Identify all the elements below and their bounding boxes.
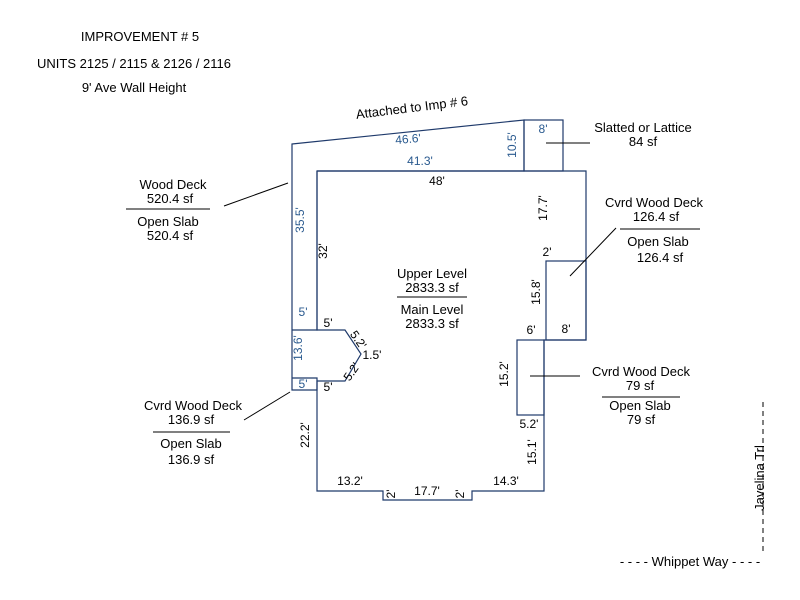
dim-right-52: 5.2' <box>520 417 539 431</box>
dim-top-inner: 41.3' <box>407 154 433 168</box>
dim-left-222: 22.2' <box>298 422 312 448</box>
dim-slat-105: 10.5' <box>505 132 519 158</box>
cvrd-deck-left-slab-label: Open Slab <box>160 436 221 451</box>
wood-deck-leader <box>223 182 289 207</box>
dim-bay-52b: 5.2' <box>341 360 363 384</box>
dim-bot-132: 13.2' <box>337 474 363 488</box>
wall-height-label: 9' Ave Wall Height <box>82 80 187 95</box>
dim-slat-8: 8' <box>539 122 548 136</box>
wood-deck-label: Wood Deck <box>140 177 207 192</box>
dim-deck-5b: 5' <box>299 377 308 391</box>
javelina-trail-label: Javelina Trl <box>752 445 767 511</box>
dim-right-2: 2' <box>543 245 552 259</box>
dim-right-8: 8' <box>562 322 571 336</box>
cvrd-deck-left-sf: 136.9 sf <box>168 412 215 427</box>
cvrd-deck-left-slab-sf: 136.9 sf <box>168 452 215 467</box>
cvrd-deck-left-label: Cvrd Wood Deck <box>144 398 243 413</box>
cvrd-deck-rl-label: Cvrd Wood Deck <box>592 364 691 379</box>
cvrd-deck-ru-label: Cvrd Wood Deck <box>605 195 704 210</box>
dim-bot-177: 17.7' <box>414 484 440 498</box>
cvrd-deck-right-upper-box <box>545 260 587 341</box>
dim-right-177: 17.7' <box>536 195 550 221</box>
dim-deck-5a: 5' <box>299 305 308 319</box>
cvrd-deck-ru-slab-label: Open Slab <box>627 234 688 249</box>
dim-deck-136: 13.6' <box>291 335 305 361</box>
cvrd-deck-ru-slab-sf: 126.4 sf <box>637 250 684 265</box>
dim-top-48: 48' <box>429 174 445 188</box>
cvrd-deck-left-leader <box>243 391 291 421</box>
improvement-title: IMPROVEMENT # 5 <box>81 29 199 44</box>
dim-deck-left: 35.5' <box>293 207 307 233</box>
dim-bot-2b: 2' <box>453 490 467 499</box>
slatted-sf: 84 sf <box>629 134 658 149</box>
dim-right-158: 15.8' <box>529 279 543 305</box>
dim-bot-143: 14.3' <box>493 474 519 488</box>
main-upper-level-sf: 2833.3 sf <box>405 280 459 295</box>
cvrd-deck-right-lower-box <box>516 339 545 416</box>
wood-deck-slab-label: Open Slab <box>137 214 198 229</box>
cvrd-deck-ru-leader <box>569 227 617 277</box>
cvrd-deck-ru-sf: 126.4 sf <box>633 209 680 224</box>
dim-right-151: 15.1' <box>525 439 539 465</box>
whippet-way-label: - - - - Whippet Way - - - - <box>620 554 760 569</box>
cvrd-deck-rl-sf: 79 sf <box>626 378 655 393</box>
units-label: UNITS 2125 / 2115 & 2126 / 2116 <box>37 56 231 71</box>
dim-bot-2a: 2' <box>384 490 398 499</box>
attached-label: Attached to Imp # 6 <box>355 93 469 122</box>
main-main-level-sf: 2833.3 sf <box>405 316 459 331</box>
dim-right-6: 6' <box>527 323 536 337</box>
dim-bay-5a: 5' <box>324 316 333 330</box>
main-upper-level-label: Upper Level <box>397 266 467 281</box>
wood-deck-sf: 520.4 sf <box>147 191 194 206</box>
slatted-label: Slatted or Lattice <box>594 120 692 135</box>
dim-bay-5b: 5' <box>324 380 333 394</box>
main-main-level-label: Main Level <box>401 302 464 317</box>
wood-deck-slab-sf: 520.4 sf <box>147 228 194 243</box>
cvrd-deck-rl-slab-sf: 79 sf <box>627 412 656 427</box>
cvrd-deck-rl-slab-label: Open Slab <box>609 398 670 413</box>
dim-left-32: 32' <box>316 243 330 259</box>
dim-deck-top: 46.6' <box>395 131 422 147</box>
dim-right-152: 15.2' <box>497 361 511 387</box>
dim-bay-15: 1.5' <box>363 348 382 362</box>
